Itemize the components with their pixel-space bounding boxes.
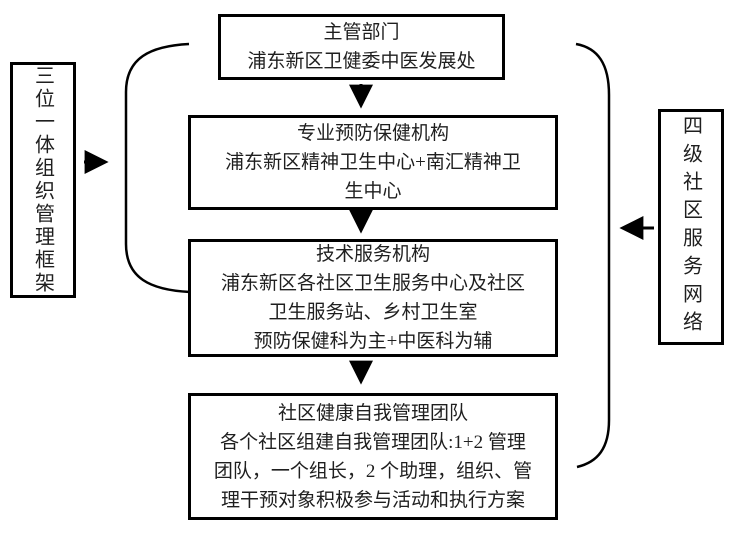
flow-box-community-self-management-team: 社区健康自我管理团队 各个社区组建自我管理团队:1+2 管理 团队，一个组长，2… xyxy=(188,393,558,520)
box-text-line: 卫生服务站、乡村卫生室 xyxy=(268,302,478,323)
box-text-line: 团队，一个组长，2 个助理，组织、管 xyxy=(213,460,533,482)
flow-box-supervising-department: 主管部门 浦东新区卫健委中医发展处 xyxy=(218,14,505,80)
left-panel-label: 三位一体组织管理框架 xyxy=(31,65,54,295)
left-panel-three-in-one-framework: 三位一体组织管理框架 xyxy=(10,62,76,298)
box-title: 技术服务机构 xyxy=(315,244,430,265)
box-text-line: 浦东新区各社区卫生服务中心及社区 xyxy=(220,273,525,294)
box-title: 社区健康自我管理团队 xyxy=(277,402,468,424)
right-bracket xyxy=(575,42,611,469)
box-text-line: 理干预对象积极参与活动和执行方案 xyxy=(220,489,525,511)
flow-box-technical-service-institution: 技术服务机构 浦东新区各社区卫生服务中心及社区 卫生服务站、乡村卫生室 预防保健… xyxy=(188,239,558,357)
box-text-line: 浦东新区卫健委中医发展处 xyxy=(247,51,476,72)
right-panel-label: 四级社区服务网络 xyxy=(679,115,702,339)
flow-box-professional-prevention-institution: 专业预防保健机构 浦东新区精神卫生中心+南汇精神卫 生中心 xyxy=(188,115,558,210)
box-text-line: 预防保健科为主+中医科为辅 xyxy=(253,331,493,352)
box-title: 专业预防保健机构 xyxy=(296,123,449,144)
right-panel-four-level-network: 四级社区服务网络 xyxy=(658,109,724,345)
box-text-line: 生中心 xyxy=(344,181,402,202)
box-text-line: 各个社区组建自我管理团队:1+2 管理 xyxy=(220,431,526,453)
box-title: 主管部门 xyxy=(323,22,400,43)
left-bracket xyxy=(124,42,191,294)
box-text-line: 浦东新区精神卫生中心+南汇精神卫 xyxy=(225,152,521,173)
